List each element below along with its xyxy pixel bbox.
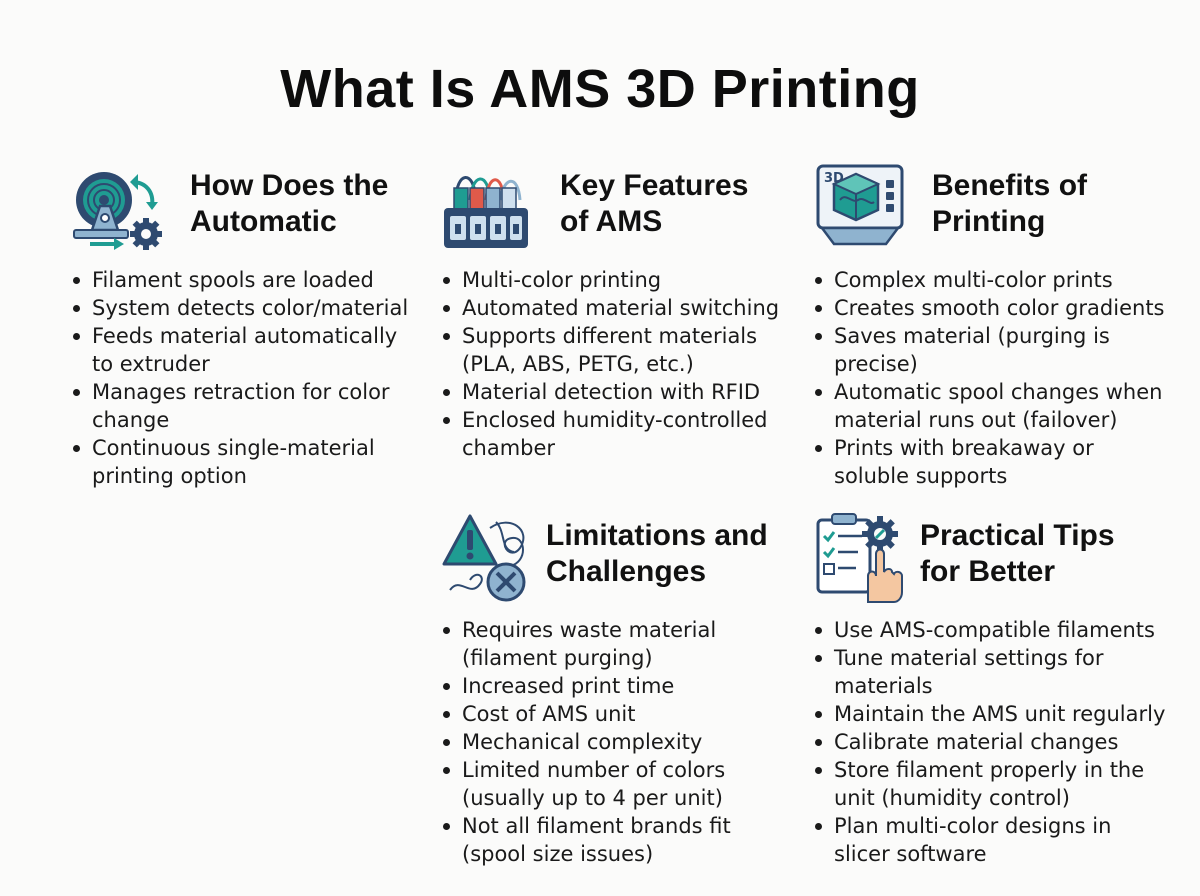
list-item: Supports different materials (PLA, ABS, … [440,322,780,378]
list-item: Increased print time [440,672,790,700]
list-item: Creates smooth color gradients [812,294,1172,322]
list-item: System detects color/material [70,294,410,322]
section-how-it-works: How Does the Automatic Filament spools a… [70,160,410,490]
section-title: Practical Tips for Better [920,519,1115,588]
section-tips: Practical Tips for Better Use AMS-compat… [812,510,1172,868]
section-limitations: Limitations and Challenges Requires wast… [440,510,790,868]
list-item: Prints with breakaway or soluble support… [812,434,1172,490]
list-item: Continuous single-material printing opti… [70,434,410,490]
list-item: Material detection with RFID [440,378,780,406]
3d-cube-screen-icon: 3D [816,164,904,246]
list-item: Automated material switching [440,294,780,322]
list-item: Store filament properly in the unit (hum… [812,756,1172,812]
list-item: Calibrate material changes [812,728,1172,756]
bullet-list: Use AMS-compatible filaments Tune materi… [812,616,1172,868]
list-item: Multi-color printing [440,266,780,294]
list-item: Not all filament brands fit (spool size … [440,812,790,868]
list-item: Requires waste material (filament purgin… [440,616,790,672]
list-item: Manages retraction for color change [70,378,410,434]
section-benefits: 3D Benefits of Printing Complex multi-co… [812,160,1172,490]
list-item: Mechanical complexity [440,728,790,756]
bullet-list: Filament spools are loaded System detect… [70,266,410,490]
list-item: Use AMS-compatible filaments [812,616,1172,644]
section-title: How Does the Automatic [190,169,389,238]
bullet-list: Requires waste material (filament purgin… [440,616,790,868]
bullet-list: Complex multi-color prints Creates smoot… [812,266,1172,490]
list-item: Limited number of colors (usually up to … [440,756,790,812]
section-title: Benefits of Printing [932,169,1088,238]
list-item: Enclosed humidity-controlled chamber [440,406,780,462]
warning-tangle-icon [442,514,526,602]
list-item: Plan multi-color designs in slicer softw… [812,812,1172,868]
list-item: Complex multi-color prints [812,266,1172,294]
list-item: Feeds material automatically to extruder [70,322,410,378]
spool-gear-icon [73,172,162,250]
checklist-hand-icon [816,513,903,603]
list-item: Cost of AMS unit [440,700,790,728]
ams-unit-icon [444,176,528,248]
section-title: Limitations and Challenges [546,519,768,588]
list-item: Automatic spool changes when material ru… [812,378,1172,434]
list-item: Maintain the AMS unit regularly [812,700,1172,728]
bullet-list: Multi-color printing Automated material … [440,266,780,462]
section-title: Key Features of AMS [560,169,749,238]
list-item: Tune material settings for materials [812,644,1172,700]
page-title: What Is AMS 3D Printing [280,59,920,119]
list-item: Filament spools are loaded [70,266,410,294]
list-item: Saves material (purging is precise) [812,322,1172,378]
section-key-features: Key Features of AMS Multi-color printing… [440,160,780,462]
